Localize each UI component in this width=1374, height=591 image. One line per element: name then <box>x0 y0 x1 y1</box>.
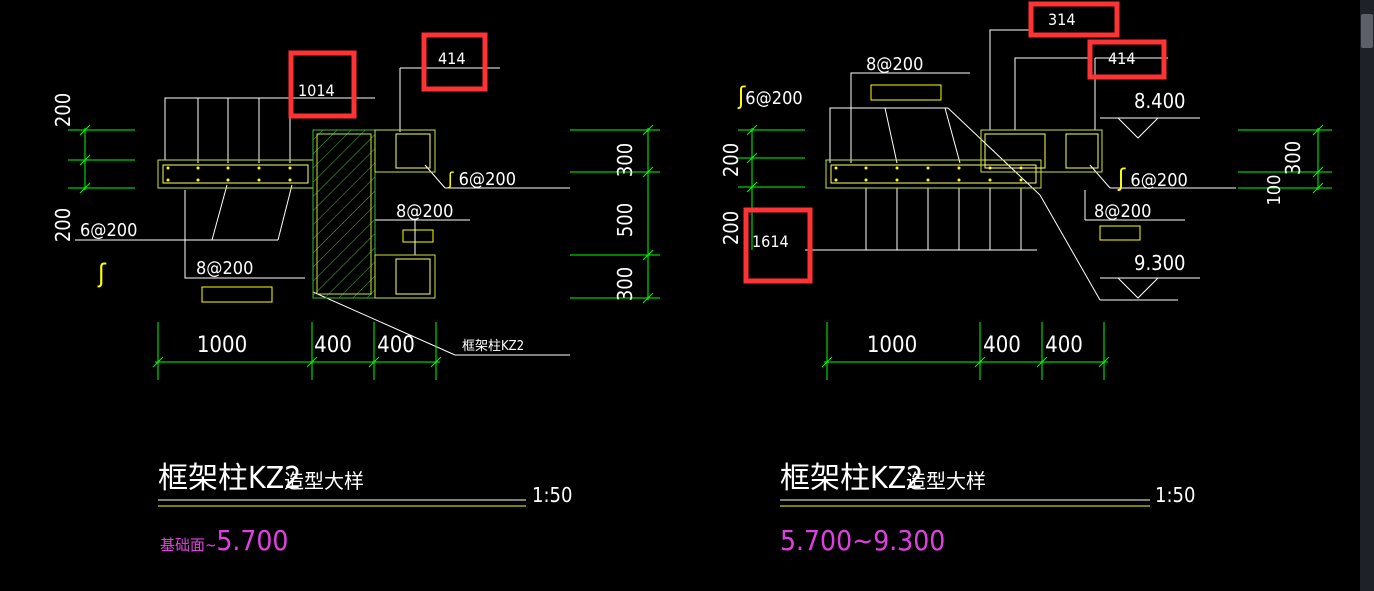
left-dim-r-top: 300 <box>613 143 637 177</box>
right-section-detail: 200 200 <box>719 1 1332 557</box>
right-vertical-dimension <box>738 124 805 250</box>
left-right-dimension <box>570 124 660 304</box>
right-bar-top-label: 8@200 <box>866 54 923 75</box>
right-elevation: 5.700~9.300 <box>780 524 945 557</box>
left-title-main: 框架柱KZ2 <box>158 461 301 496</box>
left-bar-left-label: 8@200 <box>196 258 253 279</box>
left-highlight-1014 <box>288 50 357 119</box>
left-dim-v-top: 200 <box>51 93 75 127</box>
left-rebar-right-label: 414 <box>438 49 465 68</box>
right-beam-inner <box>830 164 1037 184</box>
right-highlight-414 <box>1087 39 1167 80</box>
right-elev-bottom: 9.300 <box>1134 251 1186 275</box>
right-highlight-1614 <box>743 207 813 284</box>
right-title-sub: 造型大样 <box>906 469 986 493</box>
right-scale: 1:50 <box>1155 483 1195 507</box>
stirrup-hook-icon: ʃ <box>447 169 454 190</box>
scrollbar-thumb[interactable] <box>1361 14 1373 48</box>
right-dim-h1: 1000 <box>867 333 917 358</box>
right-rebar-top-label: 314 <box>1048 10 1075 29</box>
left-vertical-dimension <box>68 124 135 194</box>
left-beam-rebar-dots <box>166 166 292 182</box>
right-upper-beam <box>980 129 1103 173</box>
left-stirrup-left-label: 6@200 <box>80 220 137 241</box>
right-stirrup-right-label: ʃ 6@200 <box>1117 164 1188 192</box>
left-section-detail: 200 200 <box>51 32 660 557</box>
right-elev-top: 8.400 <box>1134 89 1186 113</box>
left-lower-bar-rect <box>201 286 273 303</box>
left-dim-v-bottom: 200 <box>51 208 75 242</box>
left-rebar-top-label: 1014 <box>298 81 335 100</box>
stirrup-hook-icon: ʃ <box>1117 164 1126 192</box>
right-dim-r-top: 300 <box>1281 141 1305 175</box>
right-stirrup-left-label: ʃ6@200 <box>737 82 803 110</box>
right-small-bar-rect <box>1099 225 1141 241</box>
right-bottom-dimension <box>821 322 1110 380</box>
left-scale: 1:50 <box>532 483 572 507</box>
right-rebar-right-label: 414 <box>1108 49 1135 68</box>
left-beam-small-rect <box>402 229 434 243</box>
right-title-main: 框架柱KZ2 <box>780 461 923 496</box>
left-dim-h1: 1000 <box>197 333 247 358</box>
left-column-label: 框架柱KZ2 <box>462 339 524 354</box>
left-dim-h3: 400 <box>377 333 415 358</box>
left-beam-inner <box>162 164 309 184</box>
left-title-sub: 造型大样 <box>284 469 364 493</box>
right-beam <box>825 159 1042 189</box>
right-right-dimension <box>1238 124 1332 194</box>
right-top-bar-rect <box>870 84 942 101</box>
left-dim-r-mid: 500 <box>613 203 637 237</box>
left-highlight-414 <box>421 32 488 92</box>
right-beam-rebar-dots <box>834 166 1023 182</box>
left-stirrup-hook-icon: ʃ <box>97 259 107 289</box>
right-rebar-fan <box>805 29 1236 301</box>
right-dim-h3: 400 <box>1045 333 1083 358</box>
left-right-stubs <box>374 129 436 299</box>
vertical-scrollbar[interactable] <box>1360 0 1374 591</box>
right-bar-right-label: 8@200 <box>1094 201 1151 222</box>
right-dim-r-bottom: 100 <box>1264 175 1285 206</box>
left-column-hatched <box>312 129 376 299</box>
right-dim-v-top: 200 <box>719 143 743 177</box>
right-highlight-314 <box>1028 1 1120 38</box>
stirrup-hook-icon: ʃ <box>737 82 746 110</box>
left-bar-right-label: 8@200 <box>396 201 453 222</box>
left-dim-h2: 400 <box>314 333 352 358</box>
left-column-inner <box>316 133 372 295</box>
left-dim-r-bottom: 300 <box>613 267 637 301</box>
right-dim-h2: 400 <box>983 333 1021 358</box>
left-stirrup-right-label: ʃ 6@200 <box>447 169 516 190</box>
left-bottom-dimension <box>152 322 442 380</box>
left-beam <box>157 159 314 189</box>
left-elevation: 基础面~5.700 <box>160 524 288 557</box>
right-dim-v-bottom: 200 <box>719 211 743 245</box>
right-rebar-left-label: 1614 <box>752 232 789 251</box>
